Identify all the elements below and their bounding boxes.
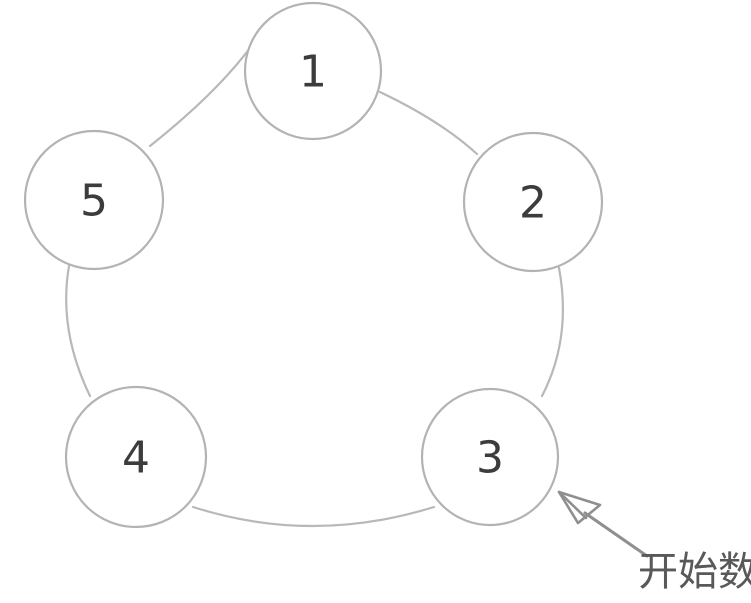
node-4[interactable]: 4 [64,385,208,529]
link-arc-5-to-1 [148,42,255,148]
link-arc-4-to-5 [65,264,92,398]
link-group [65,42,564,528]
arrow-shaft [583,511,649,558]
node-3[interactable]: 3 [420,387,560,527]
node-3-circle[interactable] [420,387,560,527]
link-arc-2-to-3 [540,266,564,398]
arrow-head-crease [557,490,588,520]
node-2[interactable]: 2 [462,131,604,273]
node-5[interactable]: 5 [23,129,165,271]
arrow-head-icon [557,490,602,525]
start-annotation-label: 开始数 [638,549,751,595]
node-4-circle[interactable] [64,385,208,529]
link-arc-3-to-4 [191,505,436,528]
start-pointer-arrow [557,490,649,558]
node-5-label: 5 [80,176,108,227]
node-2-circle[interactable] [462,131,604,273]
link-arc-1-to-2 [378,90,479,156]
node-1[interactable]: 1 [243,1,383,141]
node-2-label: 2 [519,178,547,229]
node-5-circle[interactable] [23,129,165,271]
node-3-label: 3 [476,433,504,484]
node-1-label: 1 [299,47,327,98]
node-group: 1 2 3 4 5 [23,1,604,529]
node-1-circle[interactable] [243,1,383,141]
node-4-label: 4 [122,433,150,484]
